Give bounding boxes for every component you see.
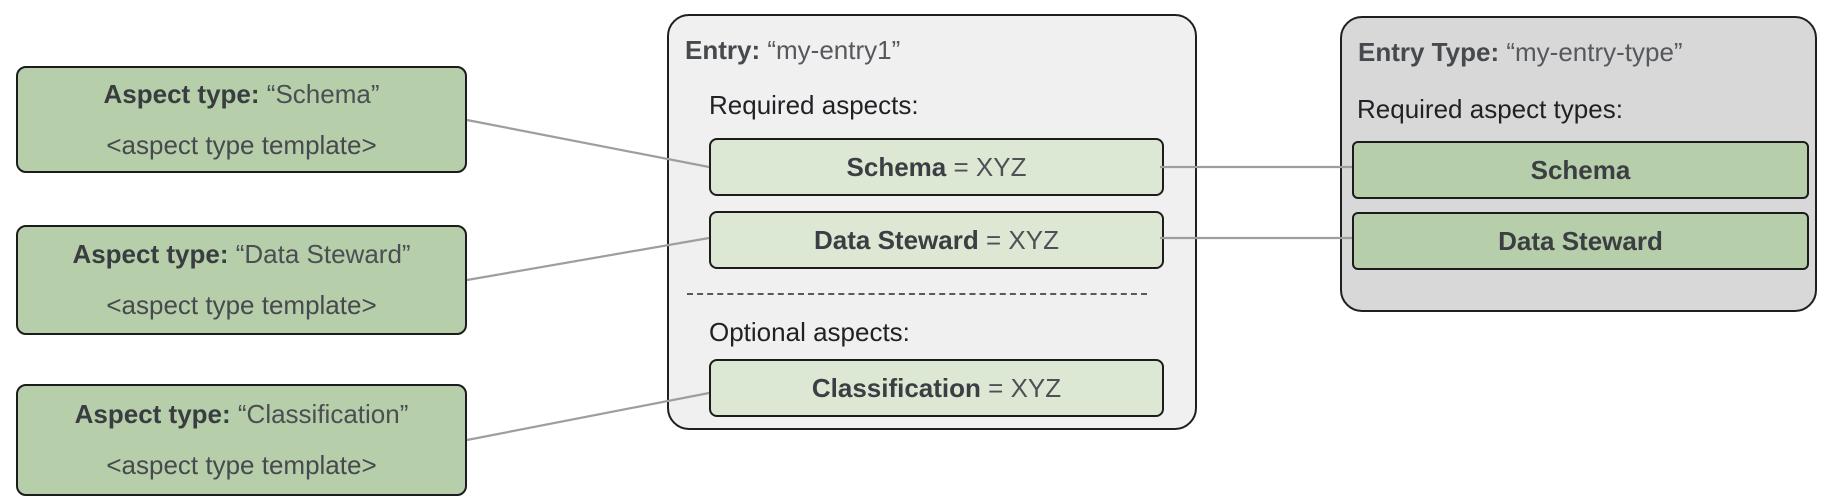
entry-box: Entry: “my-entry1” Required aspects: Sch… bbox=[667, 14, 1197, 430]
aspect-type-title: Aspect type: “Data Steward” bbox=[72, 239, 410, 270]
aspect-type-box-schema: Aspect type: “Schema” <aspect type templ… bbox=[16, 66, 467, 173]
aspect-row-name: Schema bbox=[846, 151, 947, 182]
entry-type-title: Entry Type: “my-entry-type” bbox=[1358, 37, 1683, 68]
required-aspect-types-heading: Required aspect types: bbox=[1357, 94, 1623, 124]
aspect-type-title: Aspect type: “Classification” bbox=[75, 399, 409, 430]
aspect-type-name: “Schema” bbox=[266, 78, 380, 109]
required-optional-divider bbox=[687, 293, 1147, 295]
aspect-type-name: “Data Steward” bbox=[235, 239, 411, 269]
aspect-type-template: <aspect type template> bbox=[106, 290, 377, 320]
aspect-row-value: = XYZ bbox=[953, 151, 1027, 182]
optional-aspects-heading: Optional aspects: bbox=[709, 317, 910, 347]
aspect-type-title: Aspect type: “Schema” bbox=[104, 79, 380, 110]
aspect-row-value: = XYZ bbox=[985, 224, 1059, 255]
aspect-row-classification: Classification = XYZ bbox=[709, 359, 1164, 417]
aspect-type-name: “Classification” bbox=[237, 399, 409, 429]
aspect-type-box-classification: Aspect type: “Classification” <aspect ty… bbox=[16, 384, 467, 496]
entry-label: Entry: bbox=[685, 35, 761, 65]
aspect-row-schema: Schema = XYZ bbox=[709, 138, 1164, 196]
aspect-type-template: <aspect type template> bbox=[106, 450, 377, 480]
aspect-type-row-schema: Schema bbox=[1352, 141, 1809, 199]
required-aspects-heading: Required aspects: bbox=[709, 90, 919, 120]
aspect-row-name: Data Steward bbox=[814, 224, 979, 255]
aspect-type-row-data-steward: Data Steward bbox=[1352, 212, 1809, 270]
entry-name: “my-entry1” bbox=[767, 35, 901, 65]
aspect-type-label: Aspect type: bbox=[103, 78, 260, 109]
aspect-row-data-steward: Data Steward = XYZ bbox=[709, 211, 1164, 269]
aspect-type-box-data-steward: Aspect type: “Data Steward” <aspect type… bbox=[16, 225, 467, 335]
aspect-row-value: = XYZ bbox=[988, 372, 1062, 403]
entry-type-label: Entry Type: bbox=[1358, 37, 1500, 67]
aspect-row-name: Classification bbox=[811, 372, 981, 403]
aspect-type-label: Aspect type: bbox=[72, 239, 229, 269]
entry-title: Entry: “my-entry1” bbox=[685, 35, 900, 66]
entry-type-name: “my-entry-type” bbox=[1506, 37, 1683, 67]
aspect-type-template: <aspect type template> bbox=[106, 129, 377, 160]
entry-type-box: Entry Type: “my-entry-type” Required asp… bbox=[1340, 16, 1817, 312]
aspect-type-label: Aspect type: bbox=[74, 399, 231, 429]
